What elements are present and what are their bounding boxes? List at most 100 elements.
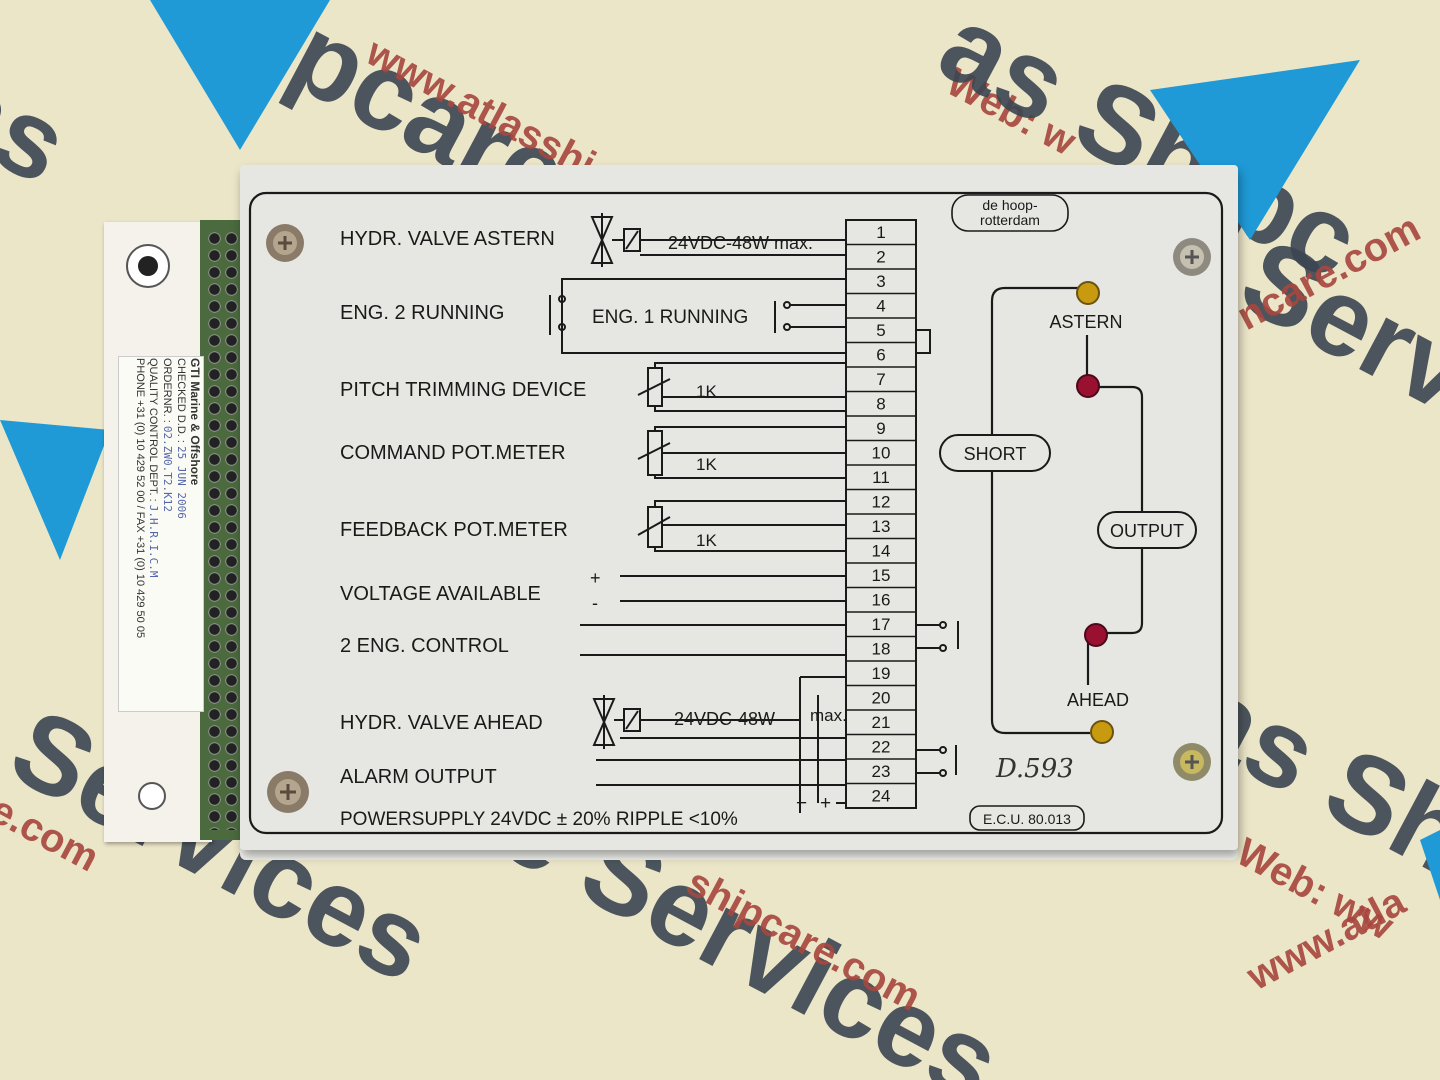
feedback-potmeter-symbol [637,500,846,552]
qc-label-text: GTI Marine & Offshore CHECKED D.D. : 25 … [117,358,202,708]
model-label: E.C.U. 80.013 [983,811,1071,827]
terminal-number: 5 [876,321,885,340]
ahead-max: max. [810,706,847,725]
label-order: ORDERNR. : [161,358,173,423]
label-brand: GTI Marine & Offshore [188,358,202,486]
label-checked-row: CHECKED D.D. : 25 JUN 2006 [174,358,188,708]
astern-indicator-label: ASTERN [1049,312,1122,332]
valve-astern-symbol [590,213,846,267]
terminal-number: 20 [872,689,891,708]
terminal-number: 4 [876,297,885,316]
pitch-value: 1K [696,382,717,401]
label-hydr-ahead: HYDR. VALVE AHEAD [340,712,543,734]
label-qc-value: J.H.R.I.C.M [147,504,160,578]
triangle-top [150,0,330,150]
terminal-number: 23 [872,762,891,781]
mounting-hole [126,244,170,288]
qc-label [118,356,204,712]
label-feedback: FEEDBACK POT.METER [340,519,568,541]
terminal-number: 10 [872,444,891,463]
feedback-value: 1K [696,531,717,550]
handwritten-code: D.593 [996,754,1074,784]
pitch-potmeter-symbol [637,362,846,412]
terminal-number: 16 [872,591,891,610]
panel-border [248,191,1224,835]
short-label: SHORT [964,444,1027,464]
terminal-number: 11 [872,468,890,487]
screw-bottom-left [267,771,309,813]
terminal-number: 7 [876,370,885,389]
label-qc-row: QUALITY CONTROL DEPT. : J.H.R.I.C.M [146,358,160,708]
terminal-number: 21 [872,713,891,732]
power-minus: − [796,793,807,814]
ahead-indicator-label: AHEAD [1067,690,1129,710]
terminal-number: 17 [872,615,891,634]
maker-line1: de hoop- [982,197,1038,213]
astern-spec: 24VDC-48W max. [668,233,813,253]
label-phone: PHONE +31 (0) 10 429 52 00 / FAX +31 (0)… [134,358,146,639]
model-badge [969,805,1085,831]
wiring-diagram: de hoop- rotterdam E.C.U. 80.013 1234567… [248,191,1224,835]
label-checked: CHECKED D.D. : [175,358,187,443]
terminal-number: 6 [876,346,885,365]
terminal-number: 1 [876,223,885,242]
label-eng2: ENG. 2 RUNNING [340,302,504,324]
led-ahead-amber [1090,720,1114,744]
led-ahead-red [1084,623,1108,647]
voltage-wiring [620,575,846,602]
power-plus: + [820,793,831,814]
triangle-left [0,420,110,560]
label-alarm: ALARM OUTPUT [340,766,497,788]
terminal-number: 15 [872,566,891,585]
eng-running-wiring [549,278,931,354]
triangle-right [1150,60,1360,240]
maker-badge [951,194,1069,232]
output-badge [1097,511,1197,549]
label-pitch: PITCH TRIMMING DEVICE [340,379,586,401]
label-eng1: ENG. 1 RUNNING [592,307,748,328]
short-badge [939,434,1051,472]
screw-top-right [1173,238,1211,276]
terminal-number: 9 [876,419,885,438]
terminal-number: 13 [872,517,891,536]
terminal-number: 12 [872,493,891,512]
terminal-number: 19 [872,664,891,683]
terminal-number: 2 [876,248,885,267]
label-checked-value: 25 JUN 2006 [175,446,188,519]
screw-top-left [266,224,304,262]
terminal-number: 8 [876,395,885,414]
led-astern-red [1076,374,1100,398]
command-value: 1K [696,455,717,474]
valve-ahead-symbol [592,676,846,813]
terminal-number: 24 [872,787,891,806]
eng-control-wiring [580,621,959,656]
label-order-row: ORDERNR. : 02.ZW0.T2.K12 [160,358,174,708]
maker-line2: rotterdam [980,212,1040,228]
voltage-minus: - [592,593,598,613]
triangle-bottom-right [1420,830,1440,900]
voltage-plus: + [590,568,601,588]
label-eng-control: 2 ENG. CONTROL [340,635,509,657]
label-voltage: VOLTAGE AVAILABLE [340,583,541,605]
led-astern-amber [1076,281,1100,305]
ahead-spec: 24VDC-48W [674,709,775,729]
terminal-number: 22 [872,738,891,757]
indicator-circuit [990,286,1144,735]
connector-pins [206,230,240,830]
terminal-number: 3 [876,272,885,291]
screw-bottom-right [1173,743,1211,781]
output-label: OUTPUT [1110,521,1184,541]
command-potmeter-symbol [637,426,846,479]
label-command: COMMAND POT.METER [340,442,566,464]
label-power: POWERSUPPLY 24VDC ± 20% RIPPLE <10% [340,809,738,830]
label-qc: QUALITY CONTROL DEPT. : [147,358,159,502]
alarm-power-wiring [596,695,957,804]
mounting-hole-bottom [138,782,166,810]
label-hydr-astern: HYDR. VALVE ASTERN [340,228,555,250]
label-order-value: 02.ZW0.T2.K12 [161,425,174,512]
terminal-number: 14 [872,542,891,561]
terminal-number: 18 [872,640,891,659]
